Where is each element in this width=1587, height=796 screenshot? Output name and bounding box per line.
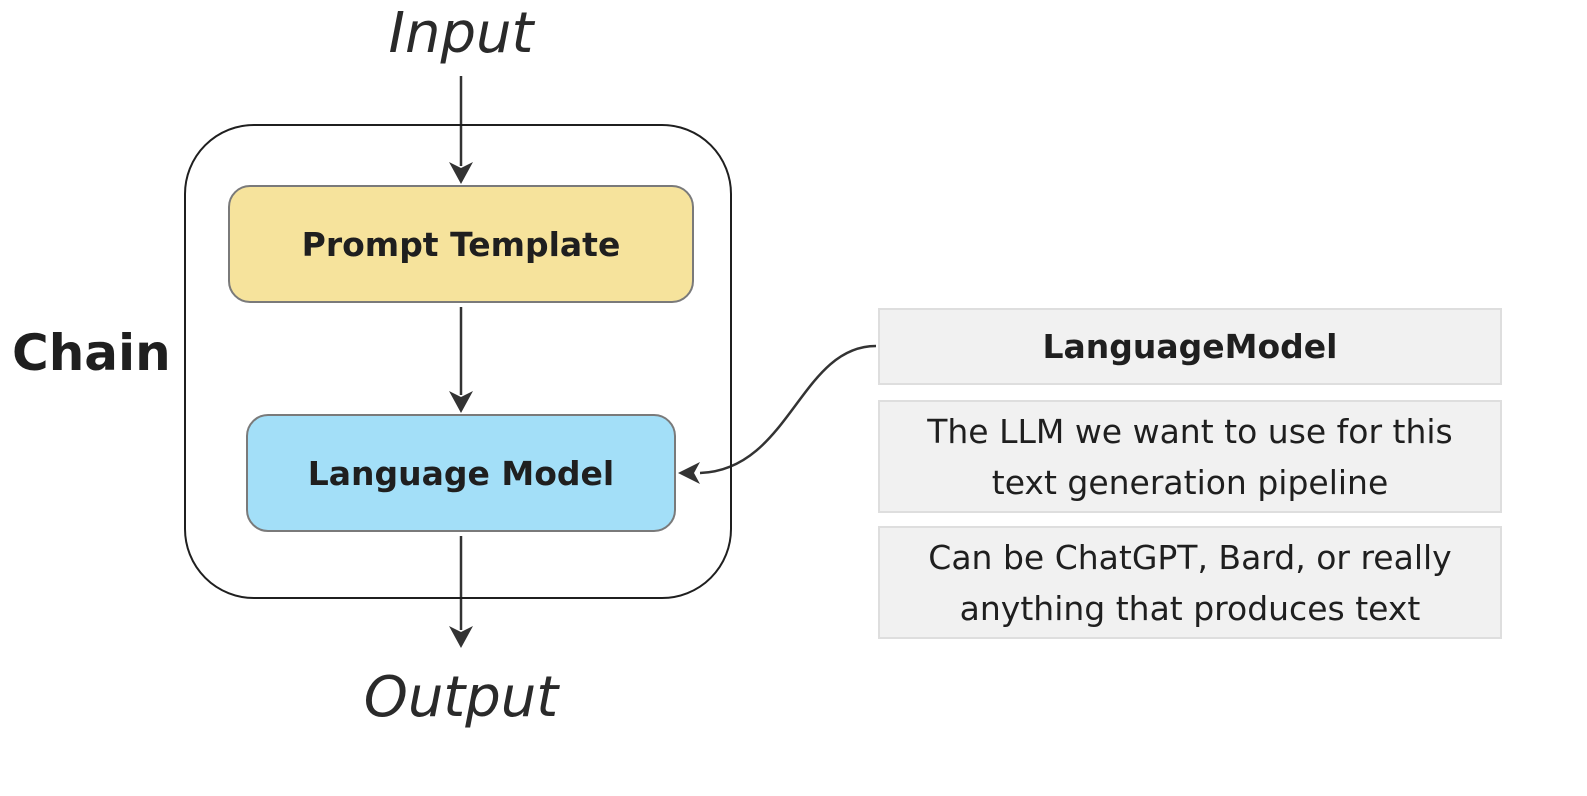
- prompt-template-label: Prompt Template: [301, 224, 621, 264]
- arrowhead-model-to-output: [449, 626, 473, 648]
- info-description-1: The LLM we want to use for this text gen…: [927, 411, 1453, 502]
- chain-container: [184, 124, 732, 599]
- language-model-node: Language Model: [246, 414, 676, 532]
- info-description-2: Can be ChatGPT, Bard, or really anything…: [928, 537, 1452, 628]
- output-label: Output: [363, 665, 559, 730]
- info-description-card-1: The LLM we want to use for this text gen…: [878, 400, 1502, 513]
- info-title: LanguageModel: [1042, 327, 1338, 366]
- info-description-card-2: Can be ChatGPT, Bard, or really anything…: [878, 526, 1502, 639]
- chain-label: Chain: [12, 324, 171, 382]
- language-model-label: Language Model: [307, 453, 615, 493]
- prompt-template-node: Prompt Template: [228, 185, 694, 303]
- input-label: Input: [388, 1, 534, 66]
- info-title-card: LanguageModel: [878, 308, 1502, 385]
